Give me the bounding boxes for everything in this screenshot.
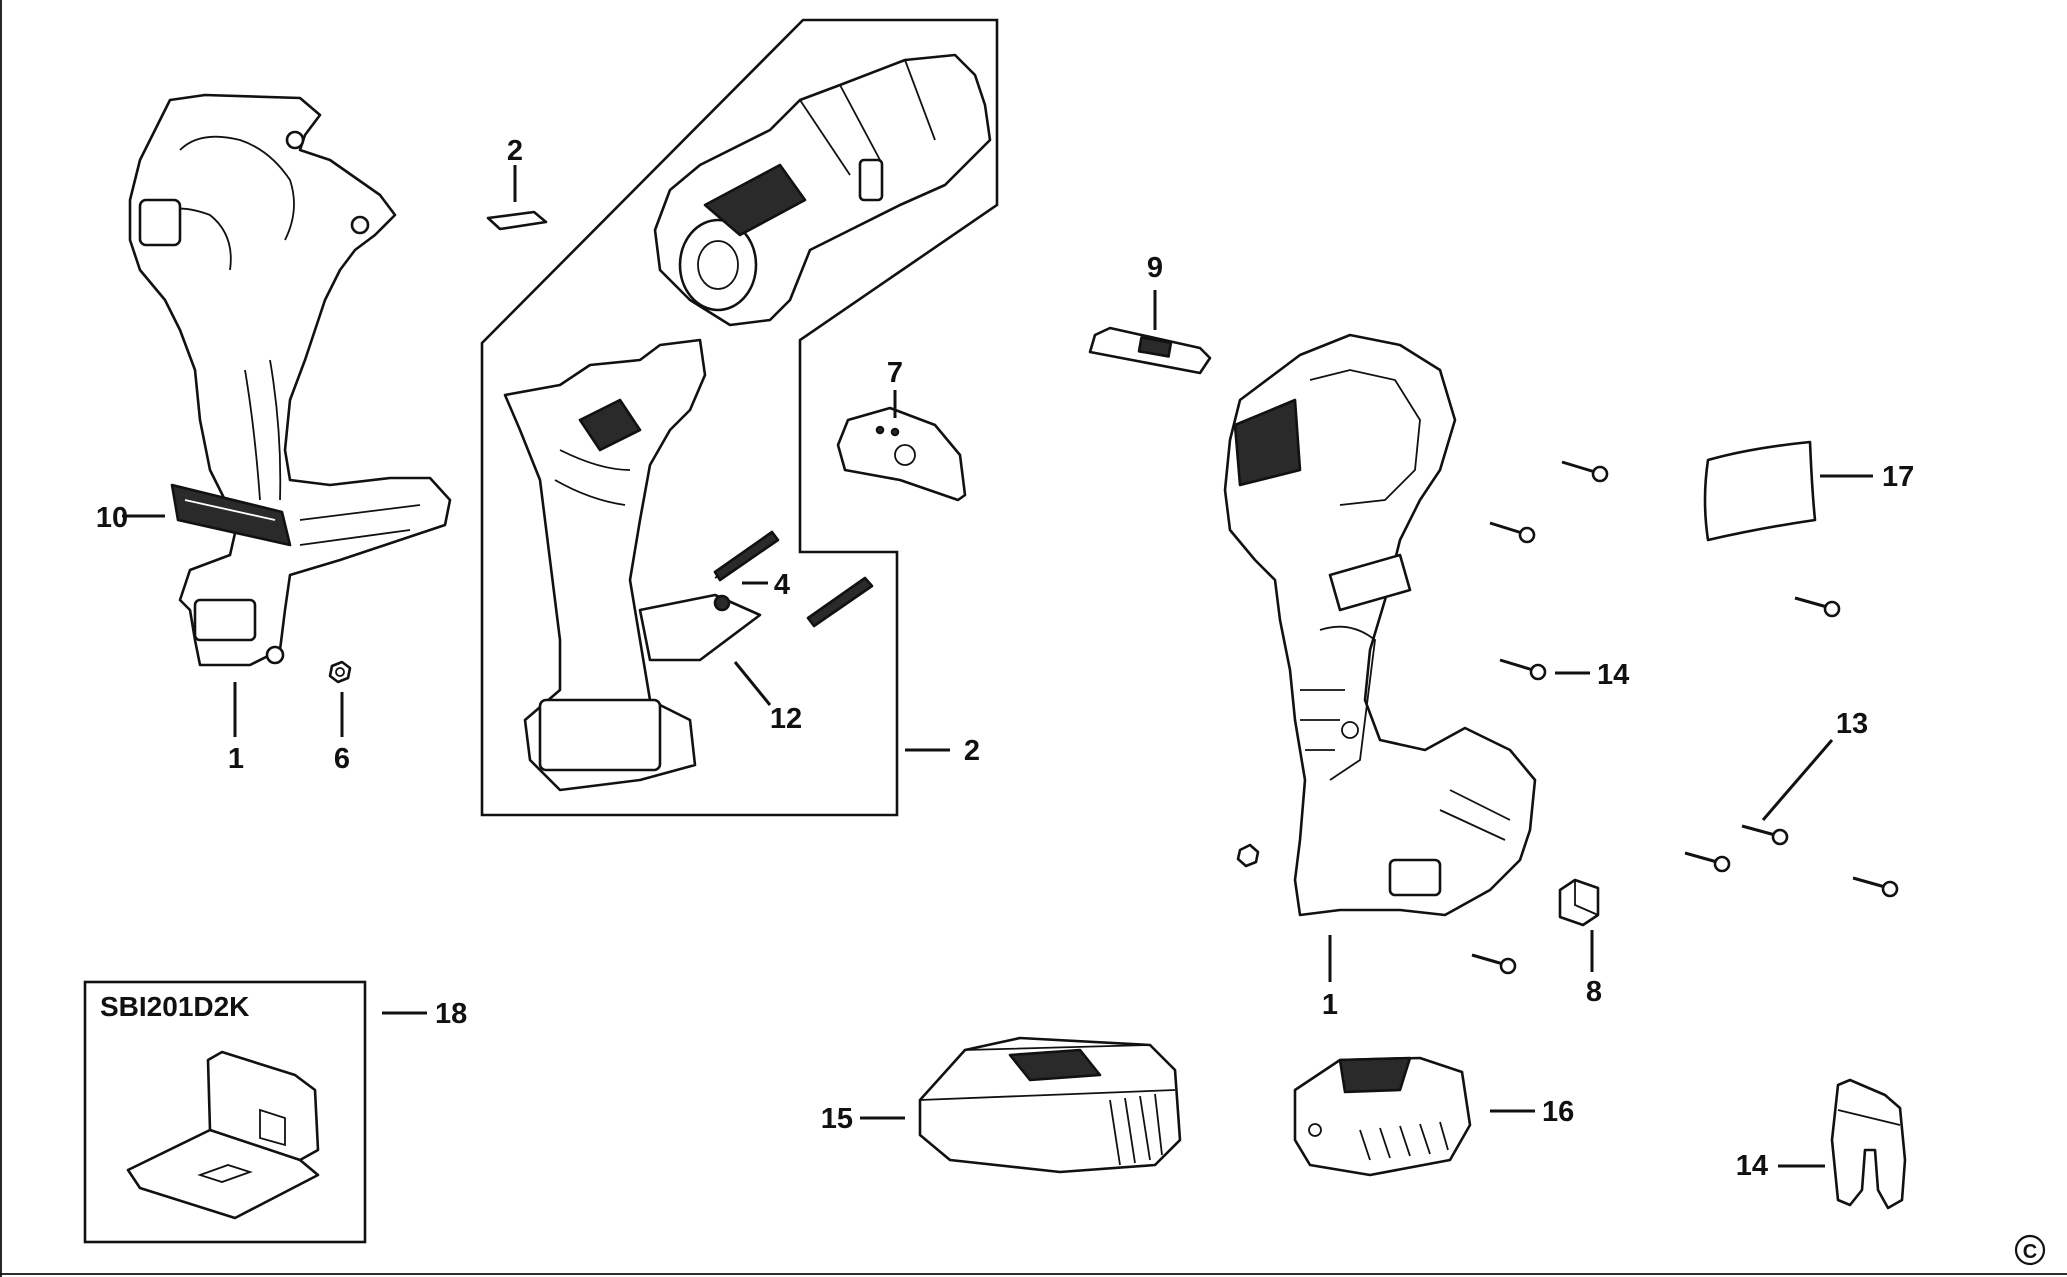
leader-lines [122, 165, 1873, 1168]
screws [1471, 460, 1899, 975]
belt-hook-part-14 [1830, 1078, 1907, 1210]
callout-9: 9 [1147, 252, 1163, 284]
screw-6 [1684, 851, 1731, 873]
badge-part-8 [170, 483, 292, 547]
case-box-outline [83, 980, 367, 1244]
spring-part-4-upper [713, 530, 780, 582]
callout-13: 14 [1597, 659, 1629, 691]
clip-part-9 [1088, 326, 1212, 375]
screw-8 [1471, 953, 1517, 975]
callout-3: 2 [507, 135, 523, 167]
spring-part-4-lower [806, 576, 874, 628]
callout-12: 13 [1836, 708, 1868, 740]
callout-15: 15 [821, 1103, 853, 1135]
screw-4 [1499, 658, 1547, 681]
callout-2: 2 [964, 735, 980, 767]
cover-part-6 [836, 406, 967, 502]
callout-10: 12 [770, 703, 802, 735]
callout-1-right: 1 [1322, 989, 1338, 1021]
callout-7: 8 [1586, 976, 1602, 1008]
carry-case [126, 1050, 320, 1220]
charger-part-15 [918, 1036, 1182, 1174]
callout-18: 18 [435, 998, 467, 1030]
screw-1 [1561, 460, 1609, 483]
nut-part-5 [328, 660, 352, 684]
callout-5: 6 [334, 743, 350, 775]
callout-labels: 2 9 7 17 10 4 14 13 12 2 1 6 1 8 18 16 1… [96, 135, 1914, 1182]
screw-2 [1489, 521, 1536, 544]
housing-left-half [128, 93, 452, 667]
motor-gearbox-assembly [653, 53, 992, 327]
screw-7 [1852, 876, 1899, 898]
callout-17: 17 [1882, 461, 1914, 493]
housing-right-assembled [1223, 333, 1537, 917]
battery-part-16 [1293, 1056, 1472, 1177]
model-label: SBI201D2K [100, 991, 249, 1022]
screw-3 [1794, 596, 1841, 618]
nut-right [1236, 843, 1260, 868]
callout-4: 4 [774, 569, 790, 601]
callout-14: 14 [1736, 1150, 1768, 1182]
callout-8: 10 [96, 502, 128, 534]
label-part-17 [1703, 440, 1817, 542]
pad-part-3 [486, 210, 548, 231]
copyright-mark: C [2014, 1234, 2046, 1266]
clip-part-7 [1558, 878, 1600, 927]
callout-16: 16 [1542, 1096, 1574, 1128]
switch-assembly [503, 338, 762, 792]
screw-5 [1741, 824, 1789, 846]
callout-6: 7 [887, 357, 903, 389]
callout-1-left: 1 [228, 743, 244, 775]
assembly-2-outline [480, 18, 999, 817]
copyright-letter: C [2023, 1241, 2037, 1263]
